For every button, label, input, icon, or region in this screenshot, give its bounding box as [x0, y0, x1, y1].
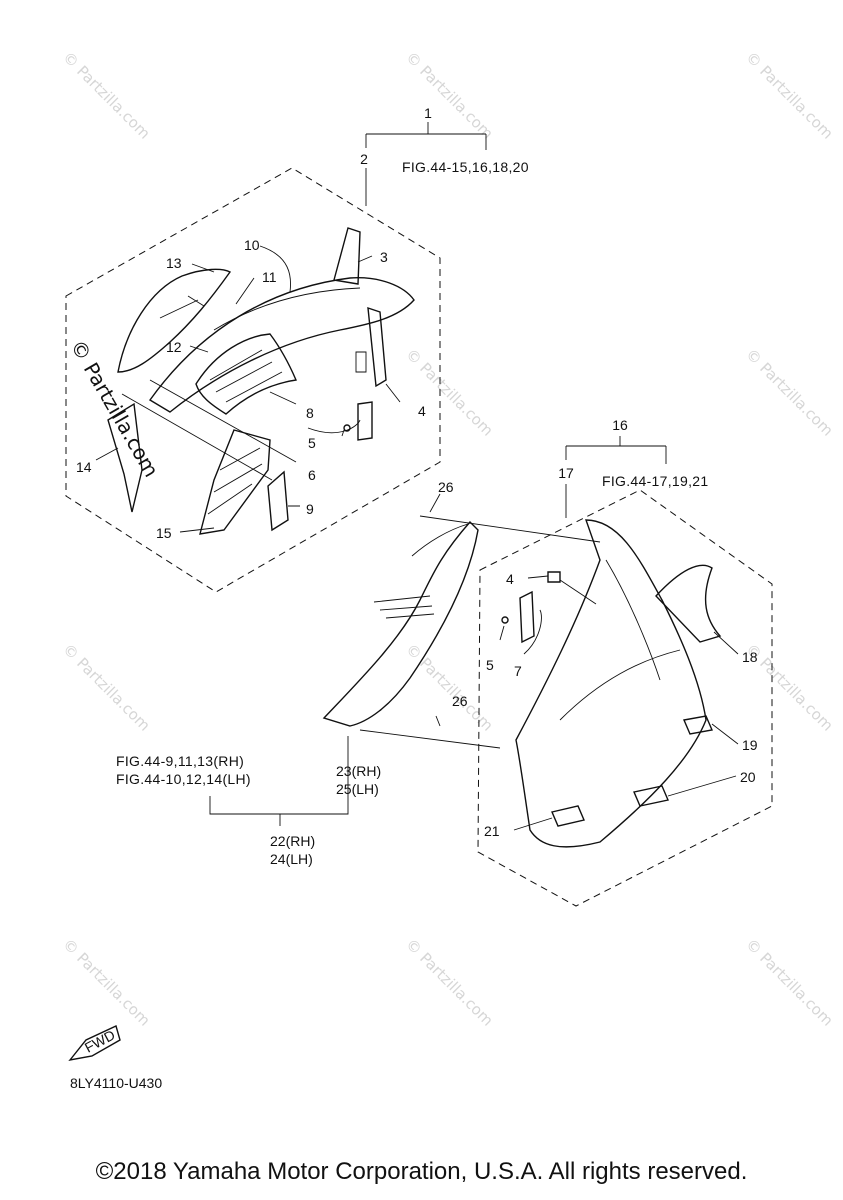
part-15-mesh — [199, 429, 271, 535]
middle-side-panel — [209, 493, 601, 826]
part-21-shape — [551, 805, 585, 827]
callout-26-upper: 26 — [438, 479, 454, 495]
callout-10: 10 — [244, 237, 260, 253]
callout-12: 12 — [166, 339, 182, 355]
callout-19: 19 — [742, 737, 758, 753]
watermark: © Partzilla.com — [402, 640, 497, 735]
assembly-boundary-upper — [65, 167, 441, 593]
callout-21: 21 — [484, 823, 500, 839]
part-10-shape — [148, 277, 415, 413]
part-7-shape — [519, 590, 535, 644]
callout-24-lh: 24(LH) — [270, 851, 313, 867]
part-23-edge — [411, 523, 469, 557]
lower-assembly — [477, 436, 773, 907]
watermark: © Partzilla.com — [59, 48, 154, 143]
callout-20: 20 — [740, 769, 756, 785]
callout-18: 18 — [742, 649, 758, 665]
fig-ref-upper: FIG.44-15,16,18,20 — [402, 159, 529, 175]
part-13-shape — [117, 268, 232, 373]
part-18-edge-1 — [605, 559, 661, 681]
callout-11: 11 — [262, 269, 277, 285]
part-23-shape — [322, 520, 479, 727]
callout-1: 1 — [424, 105, 432, 121]
copyright-notice: ©2018 Yamaha Motor Corporation, U.S.A. A… — [95, 1158, 748, 1185]
part-23-vents — [373, 595, 435, 619]
fwd-arrow: FWD — [68, 1025, 121, 1062]
callout-26-lower: 26 — [452, 693, 468, 709]
bracket-22 — [209, 736, 349, 826]
watermark: © Partzilla.com — [742, 935, 837, 1030]
crossing-lines — [121, 379, 297, 481]
fig-ref-side-lh: FIG.44-10,12,14(LH) — [116, 771, 251, 787]
figure-references: FIG.44-15,16,18,20 FIG.44-17,19,21 FIG.4… — [116, 159, 708, 787]
part-4b-shape — [547, 571, 561, 583]
watermark: © Partzilla.com — [742, 48, 837, 143]
callout-23-rh: 23(RH) — [336, 763, 381, 779]
part-8-hatch — [209, 349, 283, 403]
upper-assembly — [65, 122, 487, 593]
callout-9: 9 — [306, 501, 314, 517]
callout-22-rh: 22(RH) — [270, 833, 315, 849]
watermark: © Partzilla.com — [402, 345, 497, 440]
part-15-hatch — [207, 447, 263, 515]
callout-25-lh: 25(LH) — [336, 781, 379, 797]
fig-ref-lower: FIG.44-17,19,21 — [602, 473, 708, 489]
leaders-middle — [359, 493, 601, 749]
part-5-screw — [343, 424, 351, 432]
callout-4-lower: 4 — [506, 571, 514, 587]
watermark: © Partzilla.com — [742, 345, 837, 440]
part-18-shape — [515, 519, 707, 848]
part-4-shape — [367, 306, 387, 388]
part-18-edge-2 — [559, 649, 681, 721]
part-19-shape — [683, 715, 713, 735]
watermark: © Partzilla.com — [59, 935, 154, 1030]
part-8-shape — [195, 333, 297, 415]
callout-6: 6 — [308, 467, 316, 483]
fwd-arrow-icon — [68, 1025, 121, 1062]
callout-5: 5 — [308, 435, 316, 451]
callout-17: 17 — [558, 465, 574, 481]
bracket-16 — [565, 436, 667, 464]
fig-ref-side-rh: FIG.44-9,11,13(RH) — [116, 753, 244, 769]
leaders-upper — [95, 245, 401, 533]
callout-4: 4 — [418, 403, 426, 419]
part-9-shape — [267, 470, 289, 532]
part-5b-screw — [501, 616, 509, 624]
part-3-shape — [333, 227, 361, 285]
part-6-shape — [357, 401, 373, 441]
watermark: © Partzilla.com — [59, 640, 154, 735]
callout-7: 7 — [514, 663, 522, 679]
callout-16: 16 — [612, 417, 628, 433]
assembly-boundary-lower — [477, 489, 773, 907]
watermark-layer: © Partzilla.com © Partzilla.com © Partzi… — [59, 48, 837, 1030]
leaders-lower — [499, 575, 739, 831]
callout-15: 15 — [156, 525, 172, 541]
part-20-shape — [633, 785, 669, 807]
part-10-edge — [213, 287, 361, 331]
callout-8: 8 — [306, 405, 314, 421]
watermark: © Partzilla.com — [402, 48, 497, 143]
part-4-detail — [355, 351, 367, 373]
callout-13: 13 — [166, 255, 182, 271]
callouts: 1 2 3 4 5 6 8 9 10 11 12 13 14 15 16 17 … — [76, 105, 758, 867]
watermark: © Partzilla.com — [402, 935, 497, 1030]
diagram-code: 8LY4110-U430 — [70, 1075, 162, 1091]
callout-2: 2 — [360, 151, 368, 167]
bracket-1 — [365, 122, 487, 150]
callout-3: 3 — [380, 249, 388, 265]
part-13-detail — [159, 295, 205, 319]
callout-5-lower: 5 — [486, 657, 494, 673]
callout-14: 14 — [76, 459, 92, 475]
part-18-fin — [655, 564, 722, 643]
part-14-shape — [107, 402, 143, 513]
